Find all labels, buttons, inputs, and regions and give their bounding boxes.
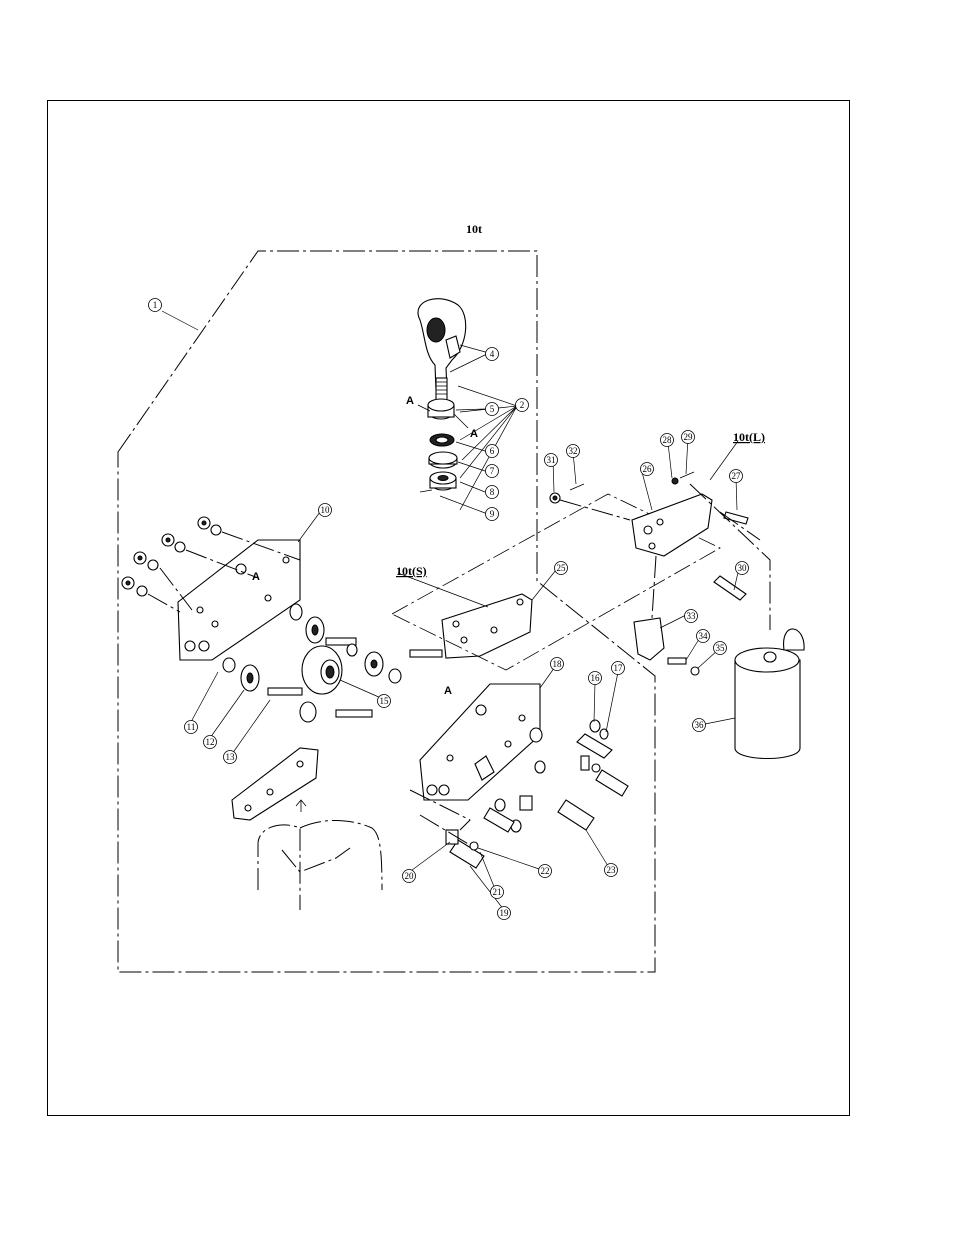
- diagram-title: 10t: [466, 222, 482, 236]
- marker-a-hook-left: A: [406, 395, 414, 407]
- variant-short-label: 10t(S): [396, 564, 427, 578]
- callout-number-35: 35: [716, 643, 726, 653]
- callout-number-36: 36: [695, 720, 705, 730]
- callout-number-26: 26: [643, 464, 653, 474]
- callout-number-11: 11: [187, 722, 196, 732]
- callout-number-13: 13: [226, 752, 236, 762]
- callout-number-8: 8: [490, 487, 495, 497]
- callout-number-7: 7: [490, 466, 495, 476]
- callout-number-17: 17: [614, 663, 624, 673]
- callout-number-28: 28: [663, 435, 673, 445]
- callout-number-33: 33: [687, 611, 697, 621]
- test-weight: [735, 629, 804, 759]
- callout-number-25: 25: [557, 563, 567, 573]
- callout-number-5: 5: [490, 404, 495, 414]
- marker-a-right-plate: A: [444, 685, 452, 697]
- callout-number-10: 10: [321, 505, 331, 515]
- variant-long-label: 10t(L): [733, 430, 765, 444]
- right-side-plate: [420, 684, 540, 800]
- callout-number-4: 4: [490, 349, 495, 359]
- callout-number-18: 18: [553, 659, 563, 669]
- callout-number-22: 22: [541, 866, 550, 876]
- callout-number-15: 15: [380, 696, 390, 706]
- callout-number-34: 34: [699, 631, 709, 641]
- lower-bracket: [232, 748, 318, 820]
- callout-number-2: 2: [520, 400, 525, 410]
- callout-number-27: 27: [732, 471, 742, 481]
- callout-number-12: 12: [206, 737, 215, 747]
- callout-number-1: 1: [153, 300, 158, 310]
- long-bracket: [632, 494, 712, 556]
- short-bracket: [442, 594, 532, 658]
- callout-number-9: 9: [490, 509, 495, 519]
- callout-number-21: 21: [493, 887, 502, 897]
- left-side-plate: [178, 540, 300, 660]
- callout-number-16: 16: [591, 673, 601, 683]
- callout-number-20: 20: [405, 871, 415, 881]
- callout-number-23: 23: [607, 865, 617, 875]
- callout-number-29: 29: [684, 432, 694, 442]
- callout-number-6: 6: [490, 446, 495, 456]
- callout-number-30: 30: [738, 563, 748, 573]
- callout-number-32: 32: [569, 446, 578, 456]
- callout-number-31: 31: [547, 455, 556, 465]
- callout-number-19: 19: [500, 908, 510, 918]
- operator-sketch: [258, 821, 382, 911]
